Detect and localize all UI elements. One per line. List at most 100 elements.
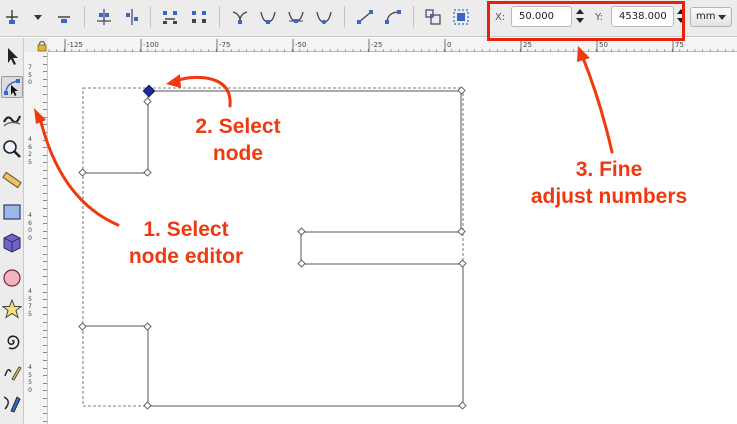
unit-select[interactable]: mm xyxy=(690,7,732,27)
segment-to-line-icon[interactable] xyxy=(355,7,375,27)
tweak-icon[interactable] xyxy=(1,107,23,129)
join-nodes-icon[interactable] xyxy=(94,7,114,27)
star-icon[interactable] xyxy=(1,298,23,320)
ruler-tick xyxy=(43,132,47,133)
chevron-down-icon xyxy=(718,15,726,20)
path-node[interactable] xyxy=(143,401,152,410)
lock-icon[interactable] xyxy=(24,38,48,52)
ruler-tick xyxy=(43,413,47,415)
ruler-tick xyxy=(43,367,47,369)
ruler-tick xyxy=(43,375,47,377)
ruler-tick xyxy=(43,390,47,392)
rectangle-icon[interactable] xyxy=(1,201,23,223)
delete-node-icon[interactable] xyxy=(54,7,74,27)
ruler-label: -125 xyxy=(67,41,83,49)
ruler-tick xyxy=(43,86,47,88)
toolbar-separator xyxy=(413,6,414,28)
drawing-canvas[interactable] xyxy=(48,52,737,424)
path-node[interactable] xyxy=(457,86,466,95)
ruler-tick xyxy=(43,360,47,361)
path-node[interactable] xyxy=(143,322,152,331)
path-node[interactable] xyxy=(297,227,306,236)
x-coordinate-input[interactable]: 50.000 xyxy=(511,6,572,27)
step1-line2: node editor xyxy=(128,245,244,268)
path-node[interactable] xyxy=(78,322,87,331)
insert-node-icon[interactable] xyxy=(2,7,22,27)
x-spin-buttons[interactable] xyxy=(573,6,586,27)
toolbar-separator xyxy=(344,6,345,28)
ruler-tick xyxy=(43,299,47,301)
chevron-down-icon[interactable] xyxy=(28,7,48,27)
path-node[interactable] xyxy=(458,259,467,268)
selected-node[interactable] xyxy=(142,84,156,98)
ruler-tick xyxy=(43,139,47,141)
path-node[interactable] xyxy=(143,168,152,177)
ruler-tick xyxy=(43,337,47,339)
step1-line1: 1. Select xyxy=(143,218,229,241)
stroke-to-path-icon[interactable] xyxy=(451,7,471,27)
ruler-tick xyxy=(43,154,47,156)
ruler-tick xyxy=(43,322,47,323)
ruler-tick xyxy=(43,124,47,126)
ruler-tick xyxy=(43,291,47,293)
ruler-tick xyxy=(43,56,47,57)
ruler-tick xyxy=(43,94,47,95)
smooth-node-icon[interactable] xyxy=(258,7,278,27)
step1-annotation: 1. Select node editor xyxy=(122,216,250,270)
path-node[interactable] xyxy=(78,168,87,177)
cusp-node-icon[interactable] xyxy=(230,7,250,27)
ruler-tick xyxy=(43,177,47,179)
ruler-label: 25 xyxy=(523,41,532,49)
ruler-tick xyxy=(43,109,47,111)
ruler-label: -100 xyxy=(143,41,159,49)
pen-icon[interactable] xyxy=(1,392,23,414)
path-node[interactable] xyxy=(297,259,306,268)
delete-segment-icon[interactable] xyxy=(189,7,209,27)
ruler-tick xyxy=(43,101,47,103)
ruler-tick xyxy=(43,147,47,149)
ruler-label: -75 xyxy=(219,41,230,49)
y-coordinate-input[interactable]: 4538.000 xyxy=(611,6,674,27)
coordinates-highlight-box xyxy=(487,1,685,41)
ruler-tick xyxy=(43,405,47,407)
ruler-label: 0 xyxy=(447,41,451,49)
pencil-icon[interactable] xyxy=(1,361,23,383)
x-label: X: xyxy=(495,12,506,23)
object-to-path-icon[interactable] xyxy=(423,7,443,27)
selector-icon[interactable] xyxy=(1,45,23,67)
step3-line2: adjust numbers xyxy=(530,185,688,208)
zoom-icon[interactable] xyxy=(1,138,23,160)
auto-smooth-node-icon[interactable] xyxy=(314,7,334,27)
spiral-icon[interactable] xyxy=(1,330,23,352)
ruler-tick xyxy=(43,420,47,422)
ruler-tick xyxy=(43,116,47,118)
ruler-tick xyxy=(43,71,47,73)
step2-annotation: 2. Select node xyxy=(186,113,290,167)
ruler-tick xyxy=(43,215,47,217)
ruler-tick xyxy=(43,268,47,270)
node-editor-icon[interactable] xyxy=(1,76,23,98)
path-node[interactable] xyxy=(457,227,466,236)
measure-icon[interactable] xyxy=(1,169,23,191)
ruler-tick xyxy=(43,314,47,316)
symmetric-node-icon[interactable] xyxy=(286,7,306,27)
ruler-tick xyxy=(43,398,47,399)
break-path-icon[interactable] xyxy=(122,7,142,27)
y-spin-buttons[interactable] xyxy=(674,6,687,27)
toolbar-separator xyxy=(84,6,85,28)
path-node[interactable] xyxy=(458,401,467,410)
ruler-tick xyxy=(43,284,47,285)
ruler-tick xyxy=(43,63,47,65)
ruler-tick xyxy=(43,162,47,164)
ruler-tick xyxy=(43,253,47,255)
toolbox xyxy=(0,38,24,424)
3d-box-icon[interactable] xyxy=(1,232,23,254)
ruler-tick xyxy=(43,78,47,80)
path-node[interactable] xyxy=(143,97,152,106)
join-segment-icon[interactable] xyxy=(160,7,180,27)
ellipse-icon[interactable] xyxy=(1,267,23,289)
segment-to-curve-icon[interactable] xyxy=(383,7,403,27)
